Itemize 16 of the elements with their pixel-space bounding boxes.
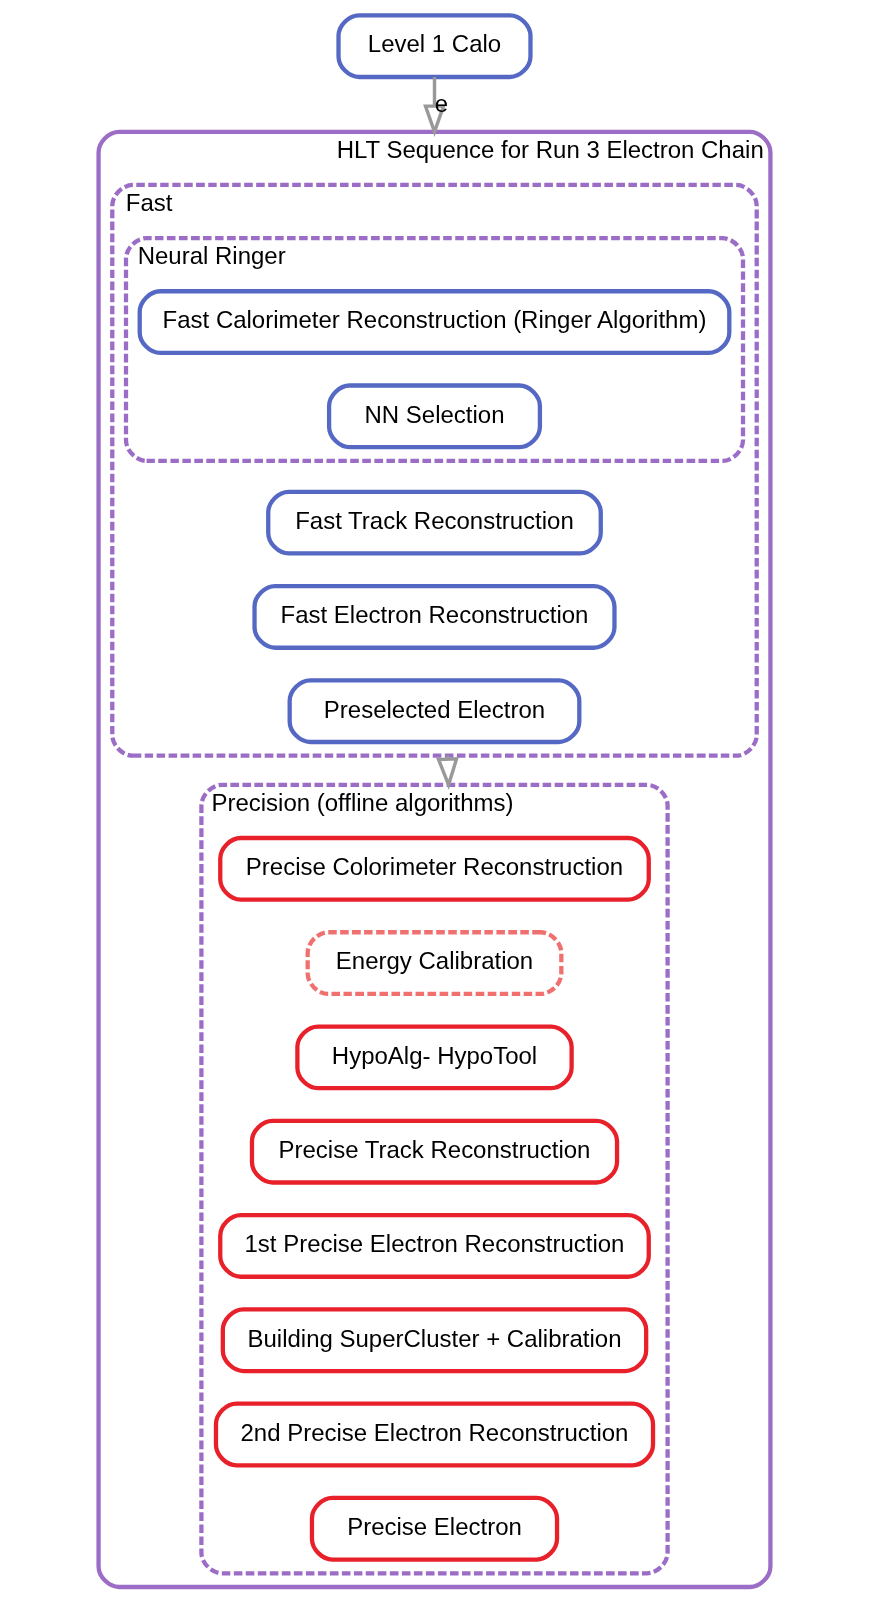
arrow — [423, 77, 446, 138]
node-box: Building SuperCluster + Calibration — [220, 1307, 649, 1374]
node-box: 2nd Precise Electron Reconstruction — [213, 1401, 656, 1468]
node-box: Fast Calorimeter Reconstruction (Ringer Algorithm) — [137, 289, 732, 356]
node-box: HypoAlg- HypoTool — [295, 1024, 574, 1091]
node-box: Energy Calibration — [305, 930, 564, 997]
node-box: Precise Electron — [309, 1495, 560, 1562]
node-box: Level 1 Calo — [336, 13, 533, 80]
edge-label: e — [434, 89, 449, 117]
node-box: Preselected Electron — [287, 678, 582, 745]
node-box: Precise Colorimeter Reconstruction — [218, 835, 651, 902]
node-box: Fast Track Reconstruction — [266, 489, 603, 556]
node-box: 1st Precise Electron Reconstruction — [218, 1212, 651, 1279]
node-box: Precise Track Reconstruction — [249, 1118, 620, 1185]
node-box: NN Selection — [326, 383, 543, 450]
node-box: Fast Electron Reconstruction — [252, 583, 617, 650]
